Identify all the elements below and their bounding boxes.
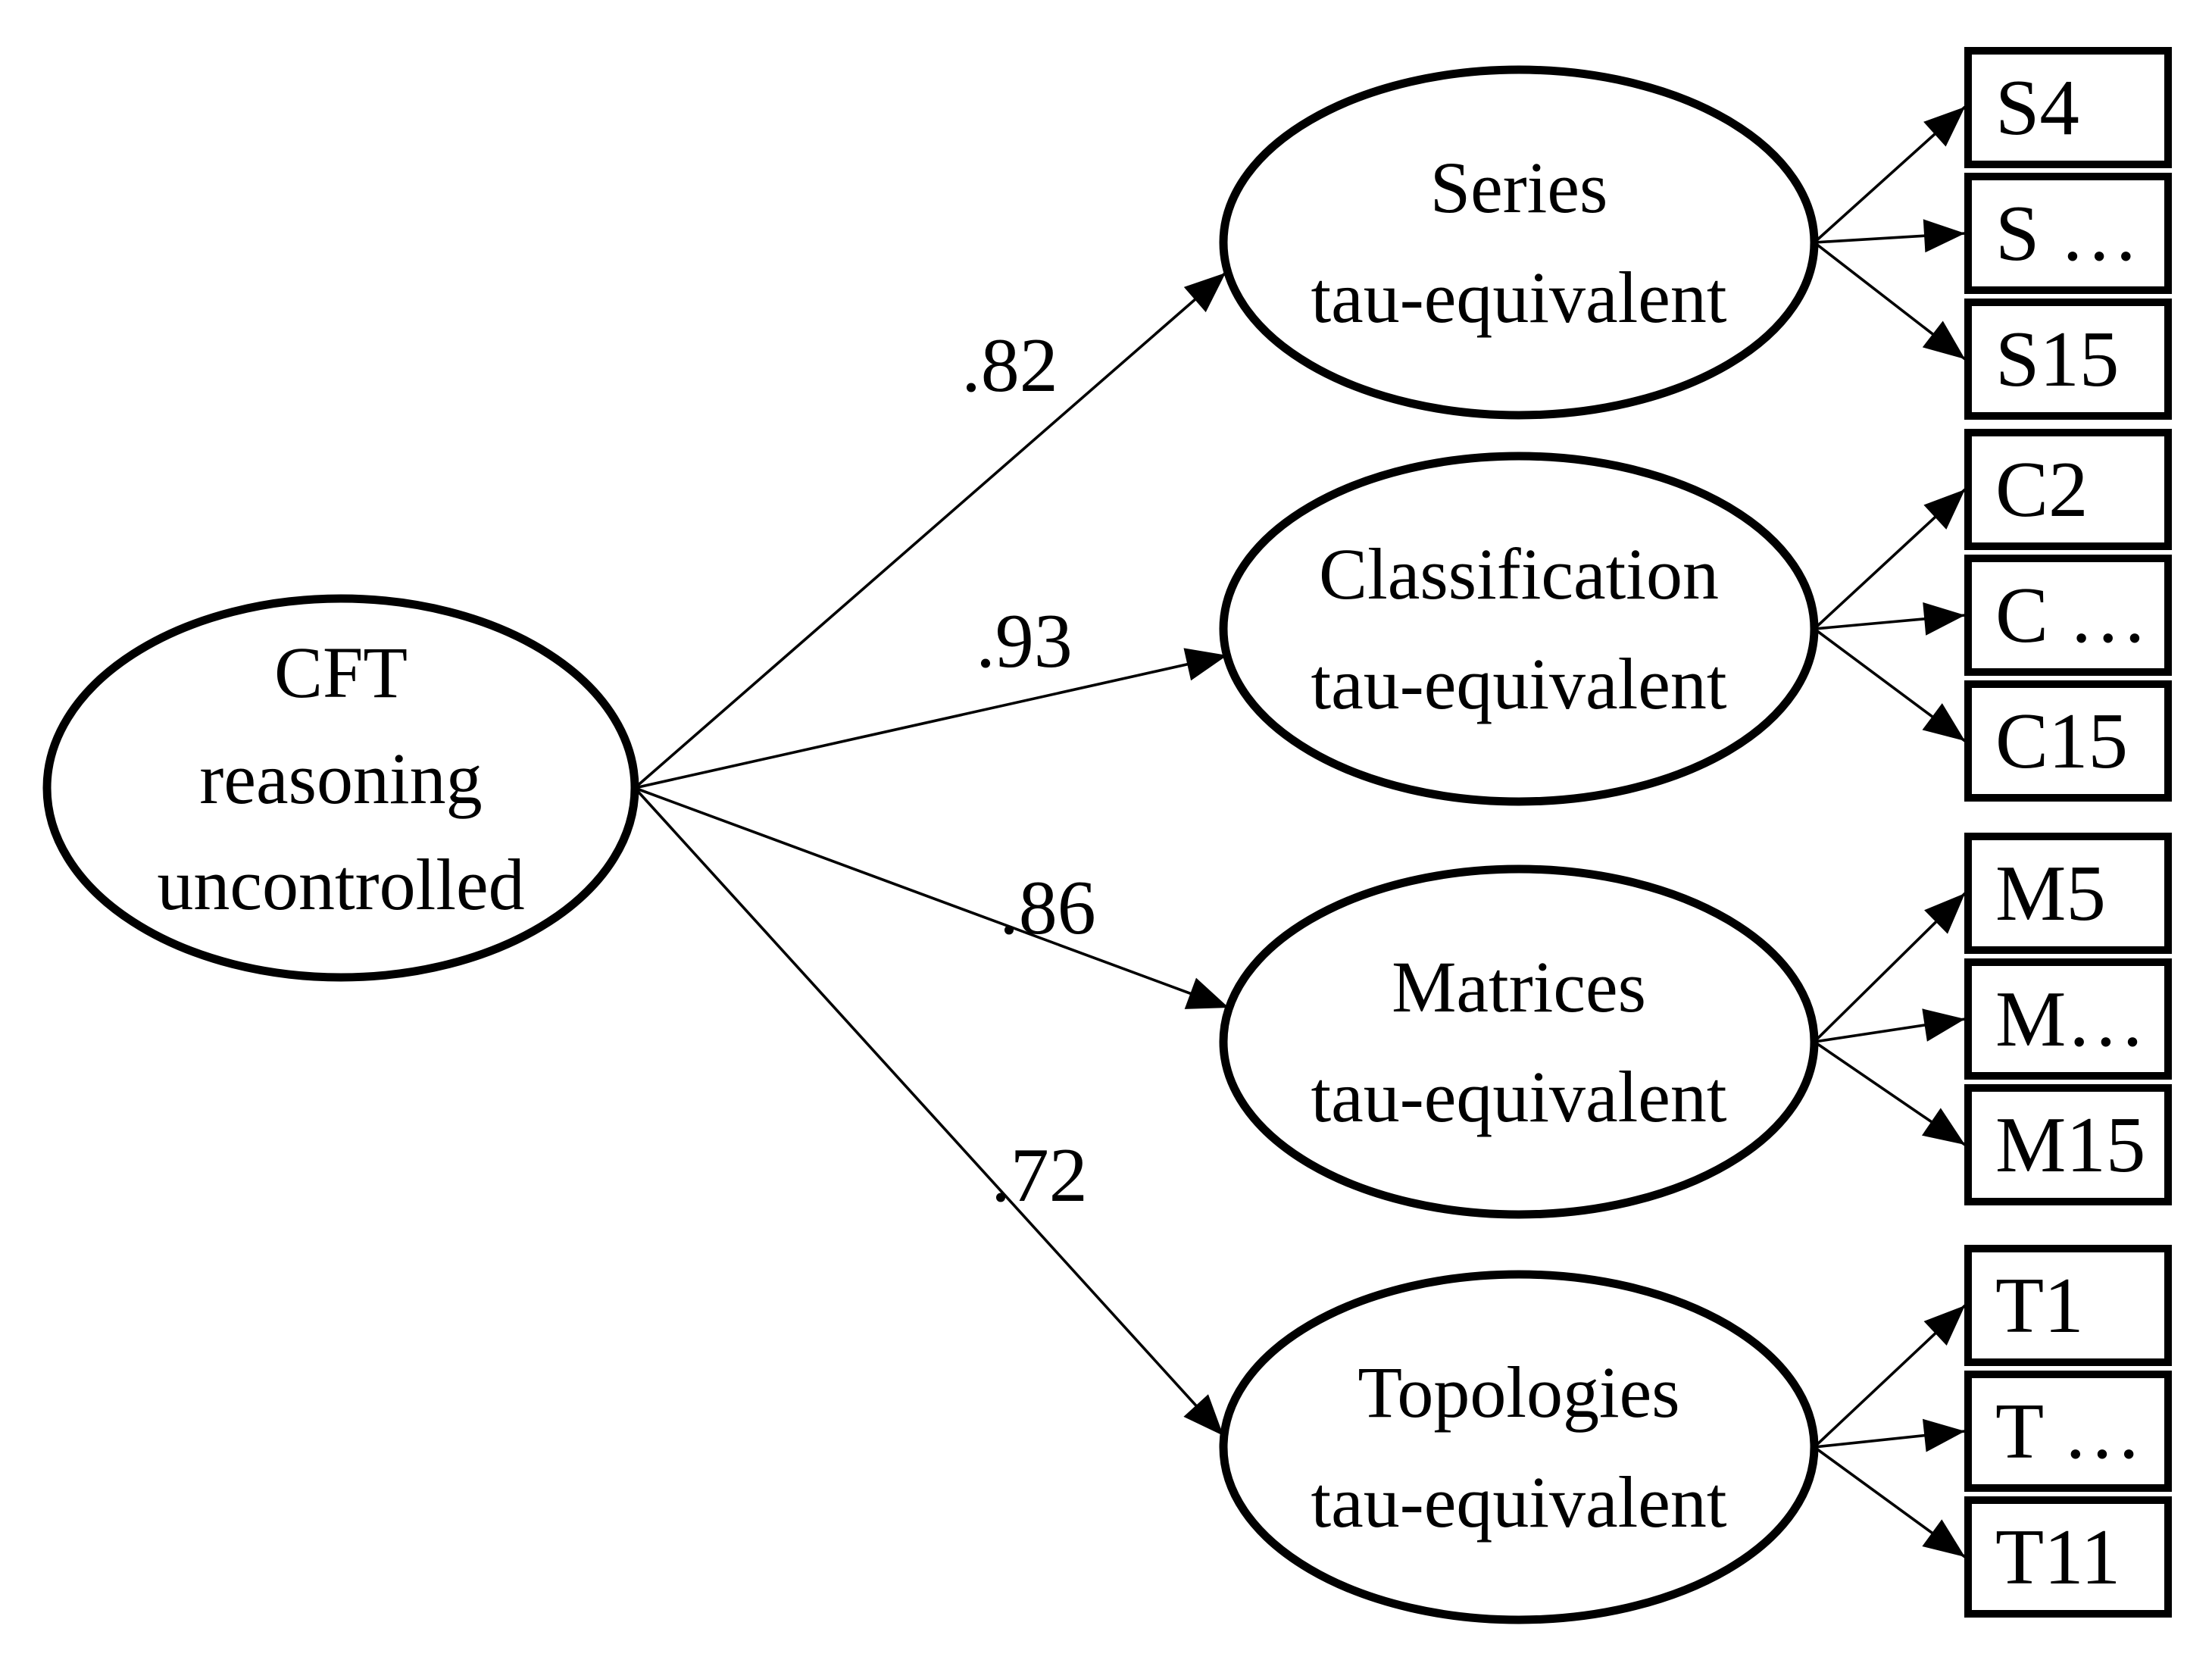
latent-root-line2: reasoning bbox=[199, 738, 482, 819]
indicator-label: C2 bbox=[1995, 445, 2089, 533]
path-arrow-topologies bbox=[633, 786, 1225, 1437]
factor-ellipse-classification bbox=[1219, 452, 1819, 806]
factor-series-line1: Series bbox=[1430, 147, 1608, 228]
indicator-box bbox=[1964, 958, 2172, 1080]
factor-node-classification: Classification tau-equivalent bbox=[1219, 452, 1819, 806]
fan-arrow bbox=[1813, 1446, 1967, 1558]
factor-ellipse-series bbox=[1219, 65, 1819, 420]
indicator-label: M15 bbox=[1995, 1100, 2145, 1189]
indicator-label: S … bbox=[1995, 189, 2139, 277]
indicator-box bbox=[1964, 429, 2172, 550]
indicator-box bbox=[1964, 833, 2172, 954]
fan-arrow bbox=[1813, 627, 1967, 742]
factor-node-series: Series tau-equivalent bbox=[1219, 65, 1819, 420]
path-arrow-series bbox=[633, 271, 1227, 789]
indicator-box bbox=[1964, 555, 2172, 676]
series-indicator-paths bbox=[1813, 105, 1967, 361]
indicator-box bbox=[1964, 680, 2172, 802]
fan-arrow bbox=[1814, 602, 1966, 636]
indicator-label: M… bbox=[1995, 974, 2145, 1063]
loading-label-series: .82 bbox=[961, 323, 1058, 408]
loading-label-classification: .93 bbox=[976, 599, 1073, 684]
fan-arrow bbox=[1813, 1040, 1967, 1146]
indicator-label: C15 bbox=[1995, 696, 2128, 785]
fan-arrow bbox=[1813, 892, 1967, 1043]
factor-node-matrices: Matrices tau-equivalent bbox=[1219, 864, 1819, 1219]
loading-label-topologies: .72 bbox=[991, 1133, 1088, 1218]
indicator-box bbox=[1964, 173, 2172, 294]
fan-arrow bbox=[1814, 1418, 1966, 1452]
indicator-label: T11 bbox=[1995, 1512, 2120, 1601]
fan-arrow bbox=[1813, 1304, 1967, 1449]
latent-root-line3: uncontrolled bbox=[157, 844, 524, 925]
classification-indicator-paths bbox=[1813, 488, 1967, 742]
fan-arrow bbox=[1814, 219, 1966, 253]
latent-root-line1: CFT bbox=[274, 632, 408, 713]
root-to-factor-paths bbox=[633, 271, 1229, 1437]
factor-classification-line2: tau-equivalent bbox=[1311, 643, 1726, 724]
factor-matrices-line2: tau-equivalent bbox=[1311, 1056, 1726, 1137]
fan-arrow bbox=[1813, 488, 1967, 630]
fan-arrow bbox=[1813, 105, 1967, 244]
indicator-box bbox=[1964, 1245, 2172, 1366]
factor-topologies-line1: Topologies bbox=[1358, 1352, 1679, 1433]
factor-ellipse-matrices bbox=[1219, 864, 1819, 1219]
loading-labels: .82 .93 .86 .72 bbox=[961, 323, 1096, 1218]
factor-series-line2: tau-equivalent bbox=[1311, 257, 1726, 338]
factor-topologies-line2: tau-equivalent bbox=[1311, 1461, 1726, 1543]
matrices-indicator-paths bbox=[1813, 892, 1967, 1146]
indicator-box bbox=[1964, 1371, 2172, 1492]
indicator-label: T1 bbox=[1995, 1261, 2084, 1349]
topologies-indicator-paths bbox=[1813, 1304, 1967, 1558]
latent-root-ellipse bbox=[42, 594, 639, 982]
loading-label-matrices: .86 bbox=[999, 865, 1096, 951]
indicator-boxes-series: S4 S … S15 bbox=[1964, 47, 2172, 420]
indicator-label: M5 bbox=[1995, 849, 2106, 937]
factor-matrices-line1: Matrices bbox=[1392, 946, 1646, 1027]
indicator-box bbox=[1964, 1084, 2172, 1205]
indicator-box bbox=[1964, 1496, 2172, 1618]
indicator-box bbox=[1964, 47, 2172, 168]
fan-arrow bbox=[1813, 241, 1967, 361]
indicator-label: S4 bbox=[1995, 63, 2079, 152]
factor-classification-line1: Classification bbox=[1319, 533, 1719, 614]
fan-arrow bbox=[1814, 1008, 1966, 1043]
indicator-boxes-topologies: T1 T … T11 bbox=[1964, 1245, 2172, 1618]
path-arrow-classification bbox=[634, 648, 1228, 789]
indicator-label: T … bbox=[1995, 1386, 2142, 1475]
indicator-label: S15 bbox=[1995, 314, 2119, 403]
indicator-label: C … bbox=[1995, 571, 2148, 659]
indicator-boxes-matrices: M5 M… M15 bbox=[1964, 833, 2172, 1205]
latent-root-node: CFT reasoning uncontrolled bbox=[42, 594, 639, 982]
factor-ellipse-topologies bbox=[1219, 1270, 1819, 1624]
indicator-box bbox=[1964, 299, 2172, 420]
path-arrow-matrices bbox=[634, 786, 1229, 1009]
indicator-boxes-classification: C2 C … C15 bbox=[1964, 429, 2172, 802]
factor-node-topologies: Topologies tau-equivalent bbox=[1219, 1270, 1819, 1624]
